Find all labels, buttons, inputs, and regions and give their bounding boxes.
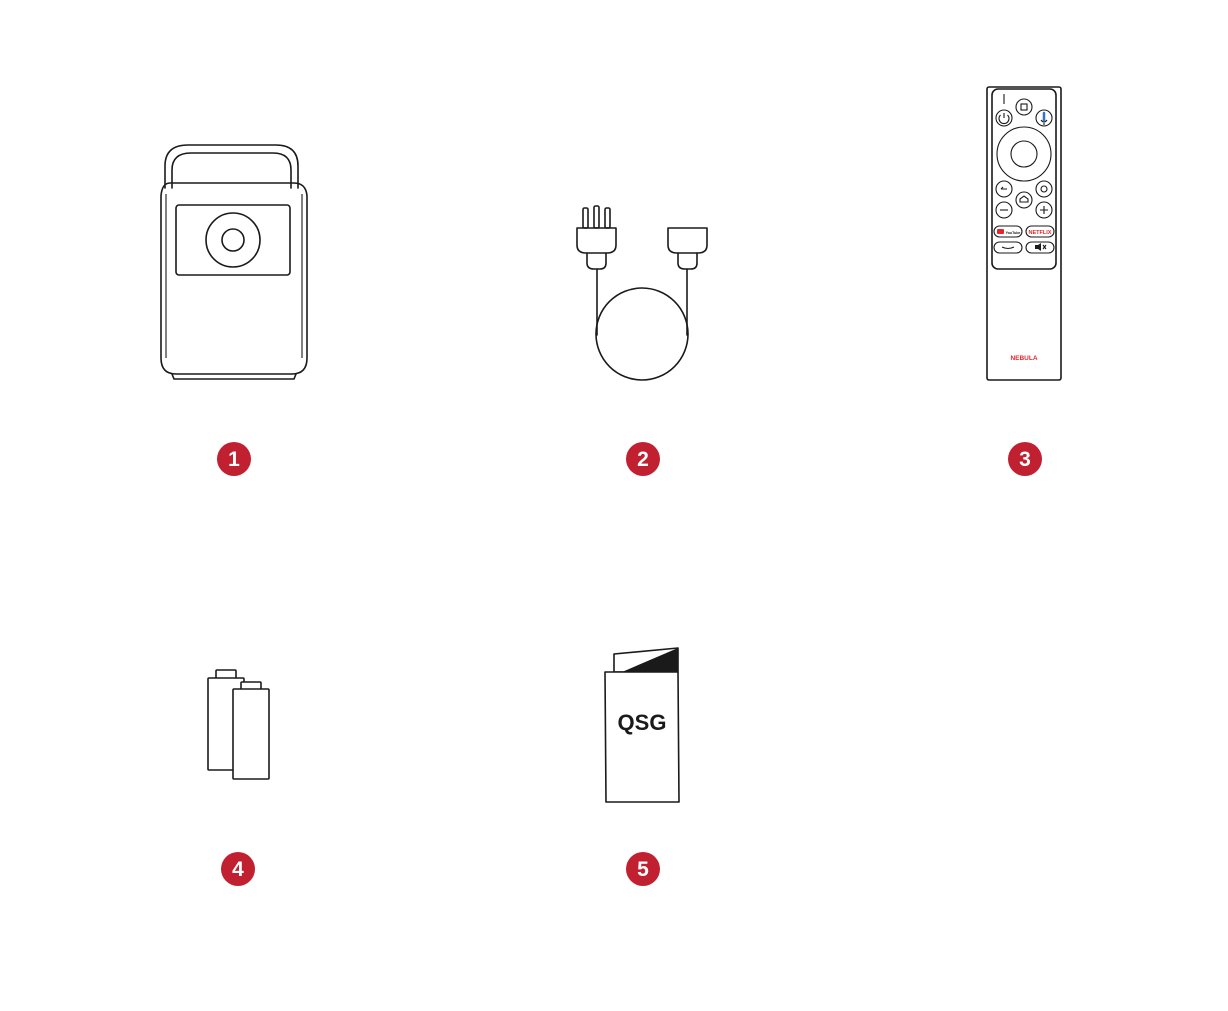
- power-cable-item: [560, 200, 730, 390]
- item-number-badge: 2: [626, 442, 660, 476]
- batteries-icon: [207, 669, 270, 780]
- item-number-badge: 1: [217, 442, 251, 476]
- youtube-button-label: YouTube: [1006, 231, 1021, 235]
- item-number-badge: 5: [626, 852, 660, 886]
- power-cable-icon: [576, 205, 708, 381]
- quick-start-guide-item: QSG: [600, 644, 690, 809]
- projector-icon: [160, 144, 308, 380]
- qsg-label: QSG: [618, 710, 667, 735]
- remote-control-item: YouTube NETFLIX NEBULA: [984, 84, 1066, 384]
- projector-item: [150, 138, 320, 388]
- netflix-button-label: NETFLIX: [1029, 230, 1052, 236]
- remote-brand-label: NEBULA: [1010, 355, 1037, 362]
- batteries-item: [200, 664, 280, 789]
- item-number-badge: 3: [1008, 442, 1042, 476]
- item-number-badge: 4: [221, 852, 255, 886]
- quick-start-guide-icon: QSG: [604, 647, 680, 803]
- remote-control-icon: YouTube NETFLIX NEBULA: [986, 86, 1062, 381]
